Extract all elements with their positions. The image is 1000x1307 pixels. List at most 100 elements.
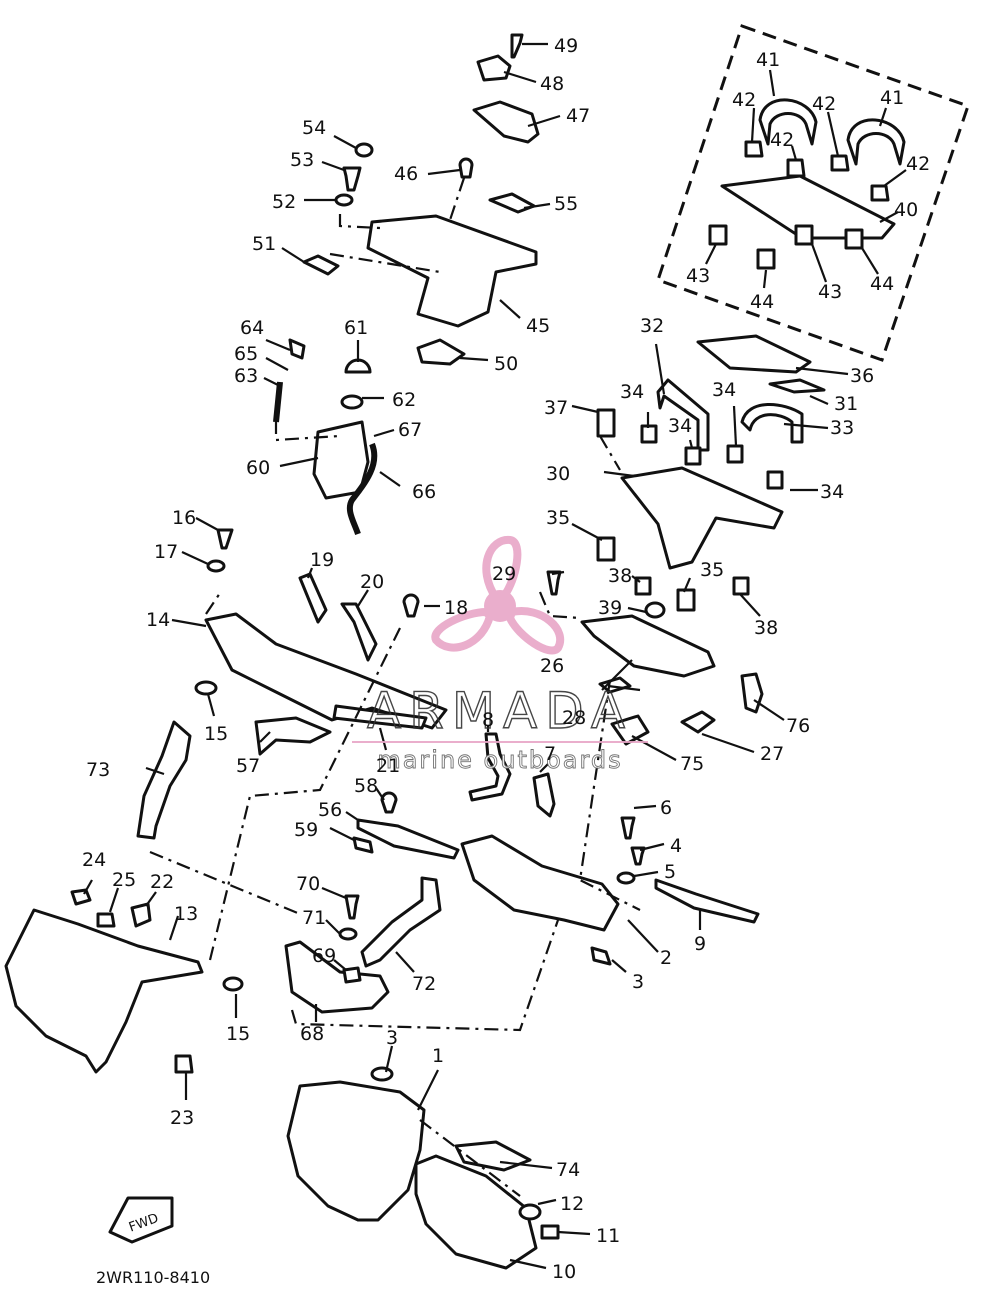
callout-48: 48 (540, 73, 564, 95)
callout-58: 58 (354, 775, 378, 797)
callout-32: 32 (640, 315, 664, 337)
callout-43a: 43 (686, 265, 710, 287)
part-plate-55 (488, 192, 536, 214)
callout-67: 67 (398, 419, 422, 441)
callout-73: 73 (86, 759, 110, 781)
part-bushing-35b (676, 588, 696, 612)
callout-71: 71 (302, 907, 326, 929)
callout-60: 60 (246, 457, 270, 479)
part-handle-33 (740, 403, 804, 444)
callout-34a: 34 (620, 381, 644, 403)
part-bolt-49 (510, 33, 524, 59)
part-bracket-68 (284, 940, 390, 1014)
callout-37: 37 (544, 397, 568, 419)
watermark-tagline-text: marine outboards (377, 746, 622, 774)
callout-21: 21 (376, 755, 400, 777)
callout-24: 24 (82, 849, 106, 871)
part-bushing-34a (640, 424, 658, 444)
callout-19: 19 (310, 549, 334, 571)
callout-34b: 34 (668, 415, 692, 437)
assembly-line (290, 919, 560, 1032)
part-plug-69 (342, 966, 362, 984)
part-arm-73 (136, 720, 192, 840)
part-arm-72 (360, 876, 442, 968)
part-strip-56 (356, 818, 460, 860)
callout-31: 31 (834, 393, 858, 415)
part-bushing-44b (844, 228, 864, 250)
callout-54: 54 (302, 117, 326, 139)
part-plug-3b (370, 1066, 394, 1082)
callout-34d: 34 (820, 481, 844, 503)
callout-63: 63 (234, 365, 258, 387)
part-washer-17 (206, 559, 226, 573)
part-washer-15b (222, 976, 244, 992)
part-cowl-13 (4, 908, 204, 1074)
part-plate-57 (254, 716, 332, 756)
callout-35b: 35 (700, 559, 724, 581)
callout-74: 74 (556, 1159, 580, 1181)
callout-44b: 44 (870, 273, 894, 295)
callout-72: 72 (412, 973, 436, 995)
diagram-code: 2WR110-8410 (96, 1268, 210, 1287)
part-bolt-24 (70, 888, 92, 906)
callout-44a: 44 (750, 291, 774, 313)
part-grommet-25 (96, 912, 116, 928)
callout-23: 23 (170, 1107, 194, 1129)
assembly-line (538, 591, 581, 620)
part-grommet-54 (354, 142, 374, 158)
part-grommet-42a (744, 140, 764, 158)
part-bracket-45 (366, 214, 538, 328)
callout-69: 69 (312, 945, 336, 967)
callout-42b: 42 (770, 129, 794, 151)
part-gasket-36 (696, 334, 812, 374)
part-handle-41-right (846, 118, 906, 166)
callout-45: 45 (526, 315, 550, 337)
assembly-box-border (656, 24, 970, 362)
callout-38b: 38 (754, 617, 778, 639)
part-cover-47 (472, 100, 540, 144)
part-washer-62 (340, 394, 364, 410)
callout-25: 25 (112, 869, 136, 891)
callout-3b: 3 (386, 1027, 398, 1049)
part-washer-12 (518, 1203, 542, 1221)
part-handle-41-left (758, 98, 818, 146)
part-bolt-6 (620, 816, 636, 840)
propeller-blade (482, 536, 522, 603)
callout-4: 4 (670, 835, 682, 857)
callout-15b: 15 (226, 1023, 250, 1045)
callout-76: 76 (786, 715, 810, 737)
assembly-line (599, 435, 621, 471)
callout-27: 27 (760, 743, 784, 765)
assembly-line (205, 589, 223, 615)
part-clip-22 (130, 902, 152, 928)
assembly-lines-layer (149, 177, 641, 1197)
callout-52: 52 (272, 191, 296, 213)
callout-62: 62 (392, 389, 416, 411)
part-clip-51 (302, 254, 340, 276)
callout-11: 11 (596, 1225, 620, 1247)
callout-70: 70 (296, 873, 320, 895)
propeller-blade (431, 607, 495, 652)
callout-33: 33 (830, 417, 854, 439)
part-bushing-37 (596, 408, 616, 438)
propeller-hub (484, 590, 516, 622)
callout-10: 10 (552, 1261, 576, 1283)
part-strap-20 (340, 602, 378, 662)
callout-5: 5 (664, 861, 676, 883)
part-clip-76 (740, 672, 764, 714)
callout-34c: 34 (712, 379, 736, 401)
callout-57: 57 (236, 755, 260, 777)
callout-15: 15 (204, 723, 228, 745)
part-pin-46 (458, 157, 474, 179)
callout-42d: 42 (906, 153, 930, 175)
callout-64: 64 (240, 317, 264, 339)
part-plug-59 (352, 836, 374, 854)
fwd-arrow-icon (108, 1196, 174, 1244)
part-grommet-42c (830, 154, 850, 172)
callout-26: 26 (540, 655, 564, 677)
callout-numbers-layer: 1 2 3 3 4 5 6 7 8 9 10 11 12 13 14 15 15… (82, 35, 930, 1283)
callout-1: 1 (432, 1045, 444, 1067)
assembly-line (578, 679, 641, 911)
part-bracket-14 (204, 612, 448, 730)
